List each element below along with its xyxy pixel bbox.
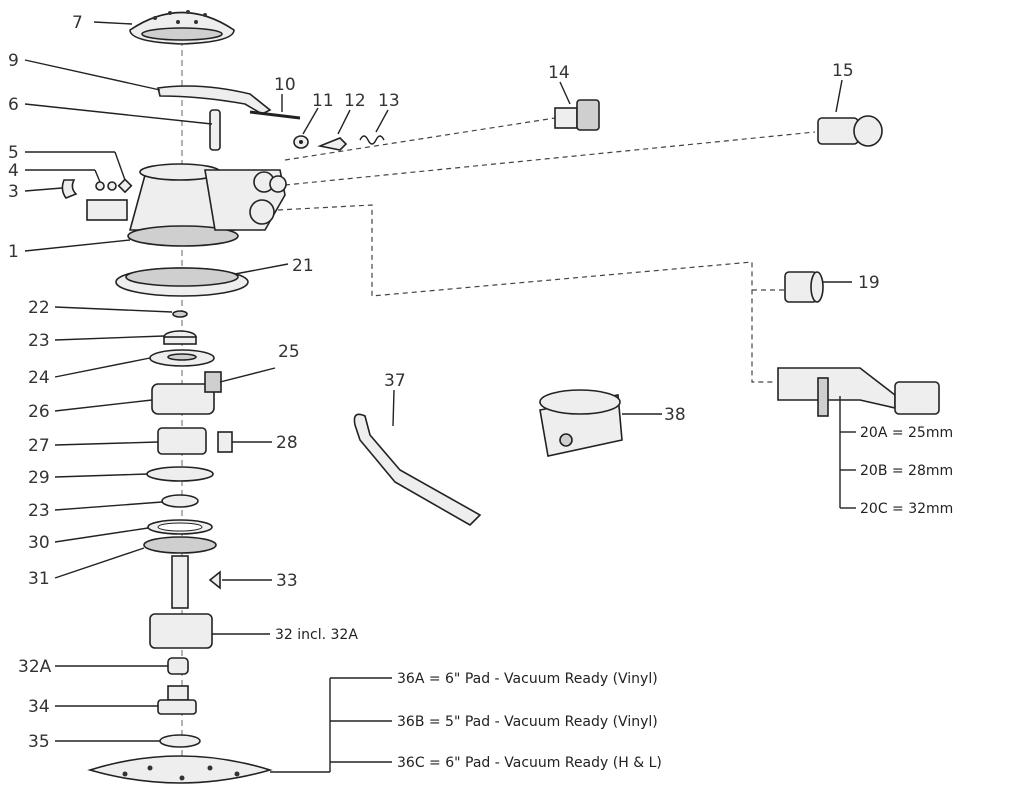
callout-31: 31 xyxy=(28,569,50,589)
callout-25: 25 xyxy=(278,342,300,362)
part-26-cylinder xyxy=(151,371,222,415)
callout-5: 5 xyxy=(8,143,19,163)
part-24-plate xyxy=(149,349,215,367)
part-33-key xyxy=(208,570,221,590)
part-34-shaft xyxy=(157,685,197,715)
part-30-washer xyxy=(147,519,213,535)
callout-27: 27 xyxy=(28,436,50,456)
part-20-hose-adapter xyxy=(777,367,940,417)
note-36c: 36C = 6" Pad - Vacuum Ready (H & L) xyxy=(397,755,662,771)
callout-22: 22 xyxy=(28,298,50,318)
callout-9: 9 xyxy=(8,51,19,71)
note-20b: 20B = 28mm xyxy=(860,463,953,479)
part-5-nut xyxy=(117,178,133,194)
callout-37: 37 xyxy=(384,371,406,391)
callout-32a: 32A xyxy=(18,657,52,677)
callout-29: 29 xyxy=(28,468,50,488)
part-29-end-plate xyxy=(146,466,214,482)
note-32-incl-32a: 32 incl. 32A xyxy=(275,627,358,643)
part-38-wrench-ring xyxy=(539,389,623,457)
callout-14: 14 xyxy=(548,63,570,83)
part-22-o-ring xyxy=(172,310,188,318)
callout-11: 11 xyxy=(312,91,334,111)
callout-10: 10 xyxy=(274,75,296,95)
part-32a-bearing xyxy=(167,657,189,675)
callout-30: 30 xyxy=(28,533,50,553)
callout-1: 1 xyxy=(8,242,19,262)
callout-21: 21 xyxy=(292,256,314,276)
vacuum-route-line xyxy=(277,204,775,383)
part-1-housing xyxy=(86,163,287,247)
callout-23-bottom: 23 xyxy=(28,501,50,521)
part-37-spanner-tool xyxy=(353,413,482,526)
part-36-sanding-pad xyxy=(87,755,273,784)
part-23-bearing-bottom xyxy=(161,494,199,508)
air-line-to-fitting-15 xyxy=(284,131,816,186)
part-23-bearing-top xyxy=(163,330,197,345)
note-36b: 36B = 5" Pad - Vacuum Ready (Vinyl) xyxy=(397,714,658,730)
callout-12: 12 xyxy=(344,91,366,111)
part-6-valve-stem xyxy=(209,109,221,151)
part-14-inlet-fitting xyxy=(554,99,600,131)
callout-15: 15 xyxy=(832,61,854,81)
part-3-clip xyxy=(61,179,78,199)
callout-19: 19 xyxy=(858,273,880,293)
part-13-spring xyxy=(359,135,385,145)
part-11-washer xyxy=(293,135,309,149)
part-35-seal xyxy=(159,734,201,748)
callout-4: 4 xyxy=(8,161,19,181)
part-10-pin xyxy=(249,110,301,120)
part-32-spindle xyxy=(149,555,213,649)
callout-33: 33 xyxy=(276,571,298,591)
note-20a: 20A = 25mm xyxy=(860,425,953,441)
part-21-shroud xyxy=(115,267,249,297)
callout-3: 3 xyxy=(8,182,19,202)
callout-28: 28 xyxy=(276,433,298,453)
part-4-washers xyxy=(95,181,117,191)
callout-35: 35 xyxy=(28,732,50,752)
note-36a: 36A = 6" Pad - Vacuum Ready (Vinyl) xyxy=(397,671,658,687)
callout-23-top: 23 xyxy=(28,331,50,351)
callout-34: 34 xyxy=(28,697,50,717)
leader-lines xyxy=(24,21,856,773)
part-27-rotor xyxy=(157,427,207,455)
note-20c: 20C = 32mm xyxy=(860,501,953,517)
callout-24: 24 xyxy=(28,368,50,388)
part-7-top-cap xyxy=(129,10,235,45)
callout-7: 7 xyxy=(72,13,83,33)
part-31-gear xyxy=(143,536,217,554)
callout-13: 13 xyxy=(378,91,400,111)
part-28-vane xyxy=(217,431,233,453)
part-12-valve xyxy=(317,137,348,151)
air-line-to-fitting-14 xyxy=(284,117,556,161)
part-19-sleeve xyxy=(784,271,824,303)
callout-38: 38 xyxy=(664,405,686,425)
callout-6: 6 xyxy=(8,95,19,115)
callout-26: 26 xyxy=(28,402,50,422)
part-15-coupler xyxy=(817,115,883,147)
